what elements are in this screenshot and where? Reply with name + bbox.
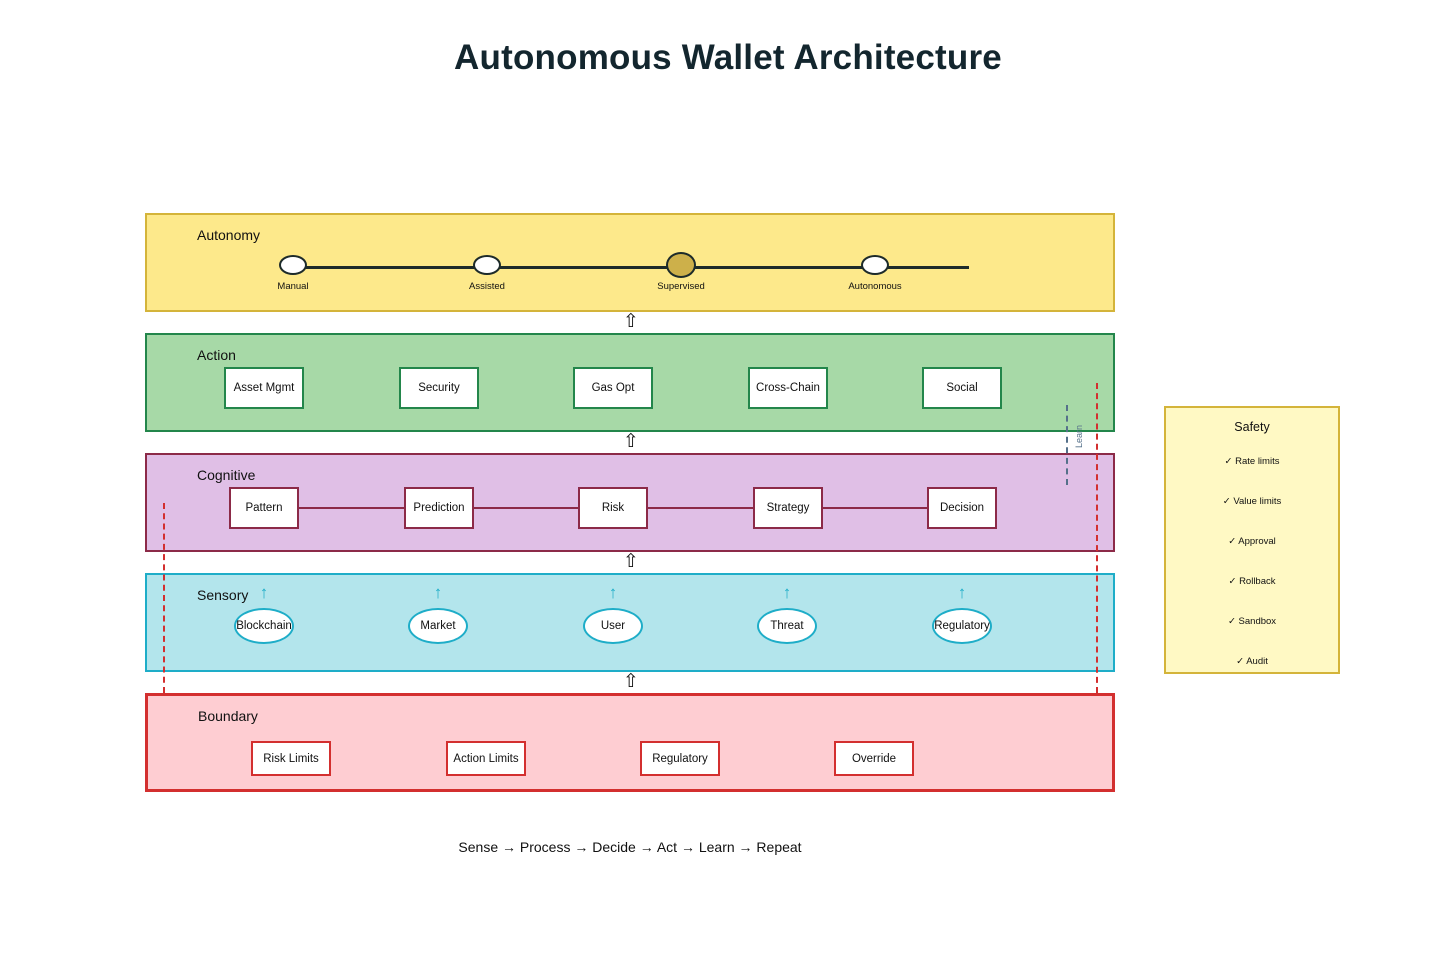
cognitive-layer-label: Cognitive	[197, 467, 256, 483]
cognitive-prediction: Prediction	[404, 487, 474, 529]
autonomy-scale-line	[293, 266, 969, 269]
safety-panel: Safety ✓ Rate limits ✓ Value limits ✓ Ap…	[1164, 406, 1340, 674]
up-arrow-icon: ↑	[608, 583, 618, 602]
action-cross-chain: Cross-Chain	[748, 367, 828, 409]
autonomy-level-autonomous: Autonomous	[815, 255, 935, 292]
autonomy-level-assisted: Assisted	[427, 255, 547, 292]
boundary-dashed-line-right	[1096, 383, 1098, 693]
boundary-action-limits: Action Limits	[446, 741, 526, 776]
cognitive-connector	[298, 507, 404, 509]
safety-item: ✓ Rate limits	[1224, 456, 1280, 467]
action-social: Social	[922, 367, 1002, 409]
level-marker-active	[666, 252, 696, 278]
sensory-user: User	[583, 608, 643, 644]
cognitive-decision: Decision	[927, 487, 997, 529]
learn-feedback-line	[1066, 405, 1068, 485]
cognitive-pattern: Pattern	[229, 487, 299, 529]
action-layer-label: Action	[197, 347, 236, 363]
sensory-market: Market	[408, 608, 468, 644]
level-label: Autonomous	[848, 281, 902, 292]
boundary-regulatory: Regulatory	[640, 741, 720, 776]
up-arrow-icon: ↑	[782, 583, 792, 602]
safety-item: ✓ Approval	[1228, 536, 1276, 547]
flow-arrow: ⇧	[623, 551, 639, 572]
safety-item: ✓ Audit	[1236, 656, 1268, 667]
boundary-layer-label: Boundary	[198, 708, 258, 724]
action-security: Security	[399, 367, 479, 409]
up-arrow-icon: ↑	[433, 583, 443, 602]
autonomy-level-manual: Manual	[233, 255, 353, 292]
sensory-blockchain: Blockchain	[234, 608, 294, 644]
boundary-dashed-line-left	[163, 503, 165, 693]
cognitive-strategy: Strategy	[753, 487, 823, 529]
action-layer: Action Asset Mgmt Security Gas Opt Cross…	[145, 333, 1115, 432]
level-marker	[473, 255, 501, 275]
process-cycle-caption: Sense → Process → Decide → Act → Learn →…	[458, 839, 802, 855]
safety-item: ✓ Value limits	[1222, 496, 1282, 507]
sensory-regulatory: Regulatory	[932, 608, 992, 644]
up-arrow-icon: ↑	[259, 583, 269, 602]
learn-label: Learn	[1074, 424, 1084, 448]
autonomy-layer-label: Autonomy	[197, 227, 261, 243]
action-asset-mgmt: Asset Mgmt	[224, 367, 304, 409]
sensory-threat: Threat	[757, 608, 817, 644]
cognitive-risk: Risk	[578, 487, 648, 529]
flow-arrow: ⇧	[623, 671, 639, 692]
autonomy-level-supervised: Supervised	[621, 252, 741, 292]
diagram-title: Autonomous Wallet Architecture	[454, 38, 1002, 77]
action-gas-opt: Gas Opt	[573, 367, 653, 409]
safety-title: Safety	[1234, 420, 1270, 434]
up-arrow-icon: ↑	[957, 583, 967, 602]
level-label: Assisted	[469, 281, 505, 292]
sensory-layer: Sensory ↑ ↑ ↑ ↑ ↑ Blockchain Market User…	[145, 573, 1115, 672]
cognitive-connector	[821, 507, 928, 509]
level-label: Manual	[277, 281, 309, 292]
safety-item: ✓ Sandbox	[1227, 616, 1277, 627]
boundary-layer: Boundary Risk Limits Action Limits Regul…	[145, 693, 1115, 792]
flow-arrow: ⇧	[623, 431, 639, 452]
level-marker	[861, 255, 889, 275]
flow-arrow: ⇧	[623, 311, 639, 332]
sensory-layer-label: Sensory	[197, 587, 249, 603]
level-label: Supervised	[657, 281, 705, 292]
level-marker	[279, 255, 307, 275]
boundary-override: Override	[834, 741, 914, 776]
safety-item: ✓ Rollback	[1228, 576, 1276, 587]
autonomy-layer: Autonomy Manual Assisted Supervised Auto…	[145, 213, 1115, 312]
cognitive-layer: Cognitive Pattern Prediction Risk Strate…	[145, 453, 1115, 552]
cognitive-connector	[647, 507, 753, 509]
boundary-risk-limits: Risk Limits	[251, 741, 331, 776]
cognitive-connector	[472, 507, 579, 509]
